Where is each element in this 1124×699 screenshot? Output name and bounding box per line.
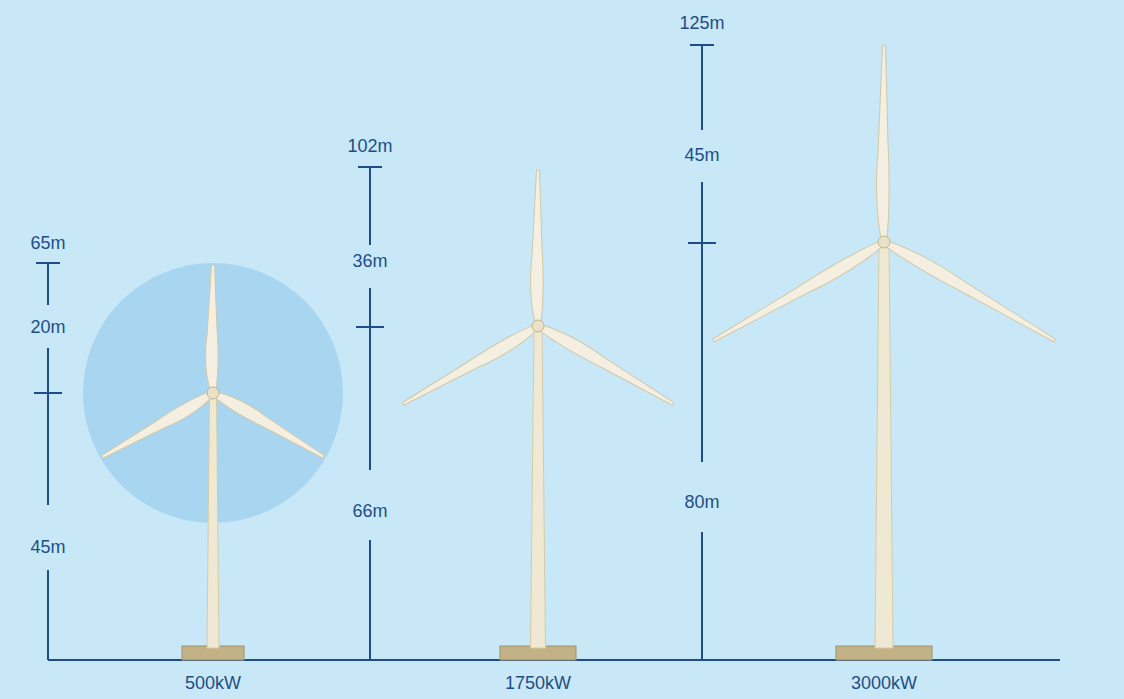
dimension-label: 45m xyxy=(30,538,65,556)
tower xyxy=(207,393,219,648)
blade xyxy=(877,45,890,238)
hub xyxy=(207,387,219,399)
dimension-label: 65m xyxy=(30,234,65,252)
dimension-label: 45m xyxy=(684,146,719,164)
tower xyxy=(531,326,546,648)
power-label: 3000kW xyxy=(851,674,917,692)
blade xyxy=(400,324,538,411)
hub xyxy=(878,236,890,248)
power-label: 1750kW xyxy=(505,674,571,692)
dimension-label: 80m xyxy=(684,493,719,511)
blade xyxy=(214,389,328,462)
dimension-lines xyxy=(34,45,1060,660)
power-label: 500kW xyxy=(185,674,241,692)
dimension-label: 102m xyxy=(347,137,392,155)
dimension-label: 125m xyxy=(679,14,724,32)
dimension-label: 20m xyxy=(30,318,65,336)
blade xyxy=(531,170,544,322)
hub xyxy=(532,320,544,332)
tower xyxy=(875,242,893,648)
blade xyxy=(885,238,1058,345)
blade xyxy=(711,240,884,347)
blade xyxy=(539,322,677,409)
blade xyxy=(206,265,219,389)
blade xyxy=(100,391,214,464)
dimension-label: 36m xyxy=(352,252,387,270)
dimension-label: 66m xyxy=(352,502,387,520)
